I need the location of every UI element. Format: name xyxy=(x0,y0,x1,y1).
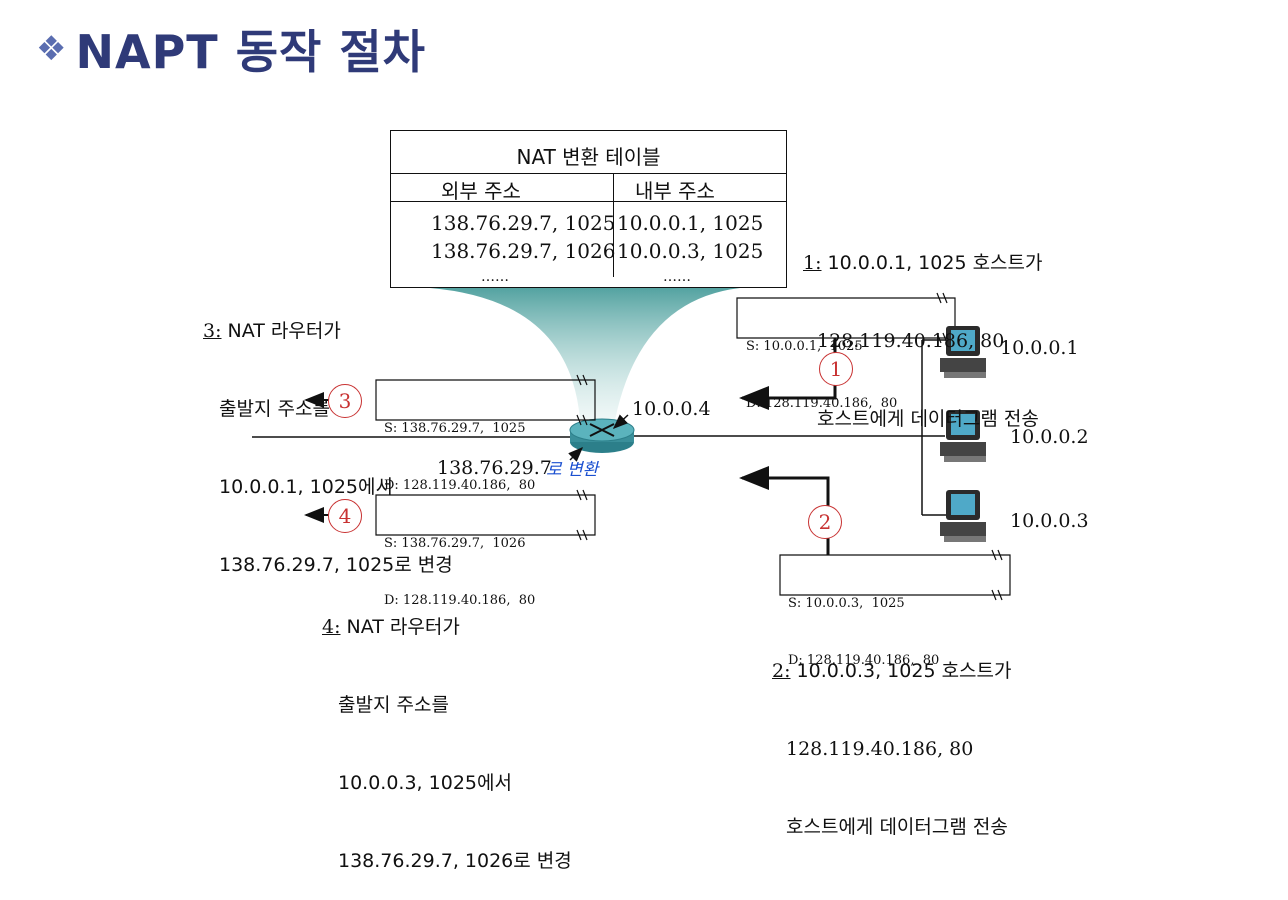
router-inside-ip: 10.0.0.4 xyxy=(632,398,711,420)
translation-funnel xyxy=(430,288,740,420)
diagram-graphics xyxy=(252,288,1011,601)
handwritten-note: 로 변환 xyxy=(546,460,599,480)
host-label-1: 10.0.0.1 xyxy=(1000,337,1079,359)
packet-2-label: S: 10.0.0.3, 1025 D: 128.119.40.186, 80 xyxy=(788,596,940,668)
step-circle-4: 4 xyxy=(328,499,362,533)
table-cell: 138.76.29.7, 1026 xyxy=(431,239,616,263)
host-computer-icon-3 xyxy=(940,490,986,542)
title-text: NAPT 동작 절차 xyxy=(75,25,426,79)
table-cell: 138.76.29.7, 1025 xyxy=(431,211,616,235)
nat-translation-table: NAT 변환 테이블 외부 주소 내부 주소 138.76.29.7, 1025… xyxy=(390,130,787,288)
packet-box-2 xyxy=(779,554,1011,596)
step-1-description: 1: 10.0.0.1, 1025 호스트가 128.119.40.186, 8… xyxy=(803,252,1043,430)
step-3-description: 3: NAT 라우터가 출발지 주소를 10.0.0.1, 1025에서 138… xyxy=(203,320,453,576)
packet-box-4 xyxy=(375,494,596,536)
step-circle-2: 2 xyxy=(808,505,842,539)
table-ellipsis: …… xyxy=(481,269,509,285)
table-header-outside: 외부 주소 xyxy=(441,179,521,203)
table-cell: 10.0.0.1, 1025 xyxy=(617,211,764,235)
table-header-inside: 내부 주소 xyxy=(635,179,715,203)
nat-router-icon xyxy=(569,418,635,453)
packet-1-label: S: 10.0.0.1, 1025 D: 128.119.40.186, 80 xyxy=(746,339,898,411)
page-title: ❖ NAPT 동작 절차 xyxy=(36,16,426,82)
packet-3-label: S: 138.76.29.7, 1025 D: 128.119.40.186, … xyxy=(384,421,536,493)
table-ellipsis: …… xyxy=(663,269,691,285)
packet-4-label: S: 138.76.29.7, 1026 D: 128.119.40.186, … xyxy=(384,536,536,608)
host-label-3: 10.0.0.3 xyxy=(1010,510,1089,532)
router-outside-ip: 138.76.29.7 xyxy=(437,457,552,479)
step-circle-3: 3 xyxy=(328,384,362,418)
host-computer-icon-2 xyxy=(940,410,986,462)
packet-box-3 xyxy=(375,379,596,421)
host-label-2: 10.0.0.2 xyxy=(1010,426,1089,448)
host-computer-icon-1 xyxy=(940,326,986,378)
diamond-bullet-icon: ❖ xyxy=(36,29,68,69)
table-cell: 10.0.0.3, 1025 xyxy=(617,239,764,263)
step-circle-1: 1 xyxy=(819,352,853,386)
table-caption: NAT 변환 테이블 xyxy=(516,145,661,169)
